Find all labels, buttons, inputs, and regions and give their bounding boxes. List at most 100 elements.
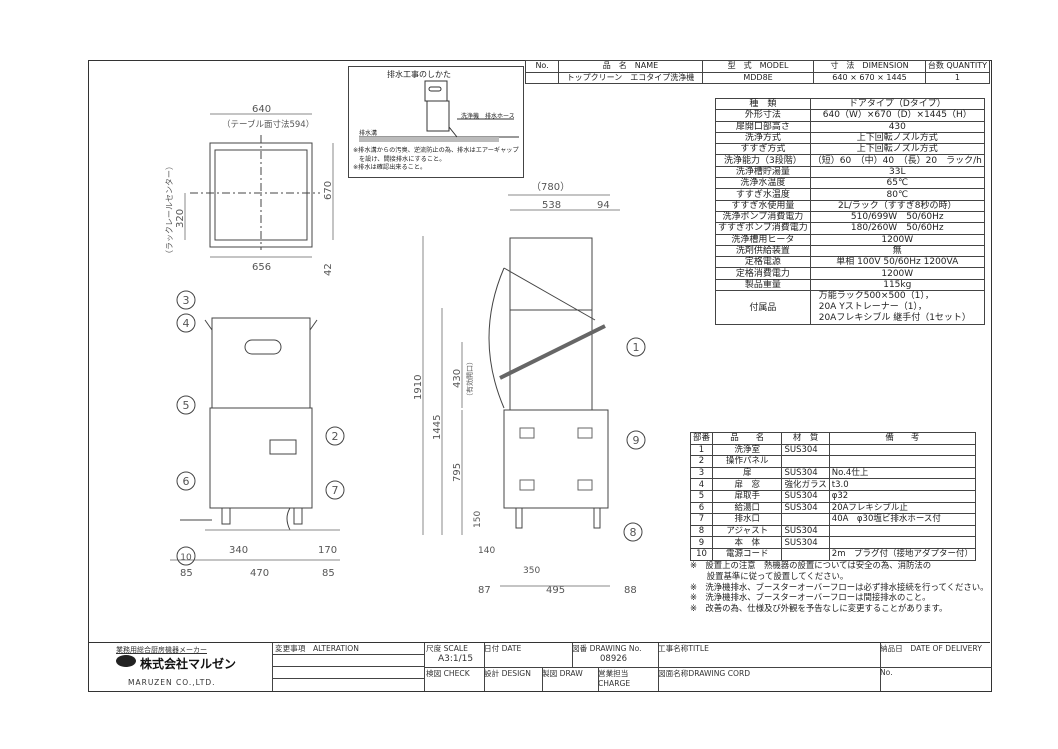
dim-top-rail-label: （ラックレールセンター）: [165, 162, 174, 258]
parts-cell: 8: [689, 524, 714, 538]
callout-number: 6: [183, 475, 190, 488]
scale-value: A3:1/15: [438, 654, 474, 664]
parts-cell: [828, 524, 977, 538]
drawing-no-value: 08926: [600, 654, 628, 664]
row-model: MDD8E: [701, 71, 815, 85]
accessory-line: 20Aフレキシブル 継手付（1セット）: [818, 313, 971, 324]
callout-number: 8: [630, 526, 637, 539]
dim-top-320: 320: [175, 209, 186, 228]
row-quantity: 1: [924, 71, 991, 85]
parts-cell: 40A φ30塩ビ排水ホース付: [828, 513, 977, 526]
design-cell: 設計 DESIGN: [482, 668, 543, 691]
callout-number: 5: [183, 399, 190, 412]
dim-top-640: 640: [252, 104, 271, 115]
drain-notes: ※排水溝からの汚臭、逆流防止の為、排水はエアーギャップ を設け、間接排水にするこ…: [353, 147, 519, 173]
company-name: 株式会社マルゼン: [140, 657, 237, 671]
dim-front-470: 470: [250, 568, 269, 579]
dim-side-795: 795: [452, 463, 463, 482]
callout-circle: [176, 546, 196, 566]
drawing-no-label: 図番 DRAWING No.: [572, 644, 642, 653]
note-line: ※ 洗浄機排水、ブースターオーバーフローは必ず排水接続を行ってください。: [690, 581, 989, 592]
callout-number: 1: [633, 341, 640, 354]
note-line: ※ 改善の為、仕様及び外観を予告なしに変更することがあります。: [690, 603, 948, 614]
dim-front-170: 170: [318, 545, 337, 556]
parts-cell: 6: [689, 501, 714, 515]
callout-circle: [626, 430, 646, 450]
dim-side-1910: 1910: [413, 375, 424, 400]
callout-circle: [325, 480, 345, 500]
parts-cell: SUS304: [781, 501, 830, 515]
dim-top-table: （テーブル面寸法594）: [222, 119, 314, 130]
dim-side-88: 88: [624, 585, 637, 596]
parts-cell: 2m プラグ付（接地アダプター付）: [828, 547, 977, 561]
draw-cell: 製図 DRAW: [540, 668, 599, 691]
technical-drawings: 640 （テーブル面寸法594） 656 670 42 320 （ラックレールセ…: [165, 104, 646, 596]
dim-side-150: 150: [473, 511, 483, 528]
spec-label: 付属品: [715, 290, 811, 326]
drain-note: を設け、間接排水にすること。: [359, 155, 446, 163]
row-no: [524, 71, 560, 85]
accessory-line: 20A Yストレーナー（1），: [818, 302, 927, 313]
row-dimension: 640 × 670 × 1445: [813, 71, 926, 85]
callout-number: 9: [633, 434, 640, 447]
drain-note: ※排水は確認出来ること。: [353, 164, 427, 171]
drawing-no-cell: 図番 DRAWING No. 08926: [570, 643, 659, 668]
spec-row: 種 類ドアタイプ（Dタイプ）: [715, 97, 985, 111]
maker-tag: 業務用総合厨房機器メーカー: [116, 646, 207, 654]
company-logo-icon: [116, 655, 136, 667]
parts-cell: SUS304: [781, 536, 830, 549]
drawing-cord-cell: 図面名称DRAWING CORD: [656, 668, 881, 691]
dim-top-656: 656: [252, 262, 271, 273]
callout-circle: [626, 337, 646, 357]
callout-circle: [325, 426, 345, 446]
dim-top-42: 42: [323, 263, 334, 276]
date-cell: 日付 DATE: [482, 643, 573, 668]
drain-illustration: [359, 80, 519, 142]
title-cell: 工事名称TITLE: [656, 643, 881, 668]
drain-diagram: 排水工事のしかた 洗浄機 排水ホース 排水溝 ※排水溝からの汚臭、逆流防止の為、…: [348, 66, 524, 178]
scale-label: 尺度 SCALE: [426, 644, 468, 653]
callout-circle: [176, 313, 196, 333]
accessory-line: 万能ラック500×500（1），: [818, 291, 934, 302]
note-line: 設置基準に従って設置してください。: [690, 570, 849, 581]
callout-circle: [176, 471, 196, 491]
dim-front-85a: 85: [180, 568, 193, 579]
parts-cell: SUS304: [781, 524, 830, 538]
notes: ※ 設置上の注意 熱機器の設置については安全の為、消防法の 設置基準に従って設置…: [690, 560, 988, 614]
top-view: 640 （テーブル面寸法594） 656 670 42 320 （ラックレールセ…: [165, 104, 334, 276]
drain-label-machine: 洗浄機: [461, 113, 480, 120]
spec-value: 115kg: [809, 278, 985, 292]
dim-side-1445: 1445: [432, 415, 443, 440]
dim-side-430-label: （有効開口）: [465, 358, 474, 400]
drain-title: 排水工事のしかた: [387, 70, 451, 79]
drain-note: ※排水溝からの汚臭、逆流防止の為、排水はエアーギャップ: [353, 147, 519, 154]
header-table: No. 品 名 NAME 型 式 MODEL 寸 法 DIMENSION 台数 …: [524, 60, 991, 85]
parts-cell: [781, 513, 830, 526]
parts-cell: 20Aフレキシブル止: [828, 501, 977, 515]
dim-side-94: 94: [597, 200, 610, 211]
callout-number: 2: [332, 430, 339, 443]
dim-side-430: 430: [452, 369, 463, 388]
charge-cell: 営業担当CHARGE: [596, 668, 659, 691]
parts-cell: [781, 547, 830, 561]
spec-label: 製品重量: [715, 278, 811, 292]
dim-side-87: 87: [478, 585, 491, 596]
dim-side-780: （780）: [531, 181, 570, 193]
company-name-en: MARUZEN CO.,LTD.: [128, 678, 216, 687]
callout-circle: [623, 522, 643, 542]
parts-cell: [828, 536, 977, 549]
spec-row: 洗浄能力（3段階）（短）60 （中）40 （長）20 ラック/h: [715, 154, 985, 167]
